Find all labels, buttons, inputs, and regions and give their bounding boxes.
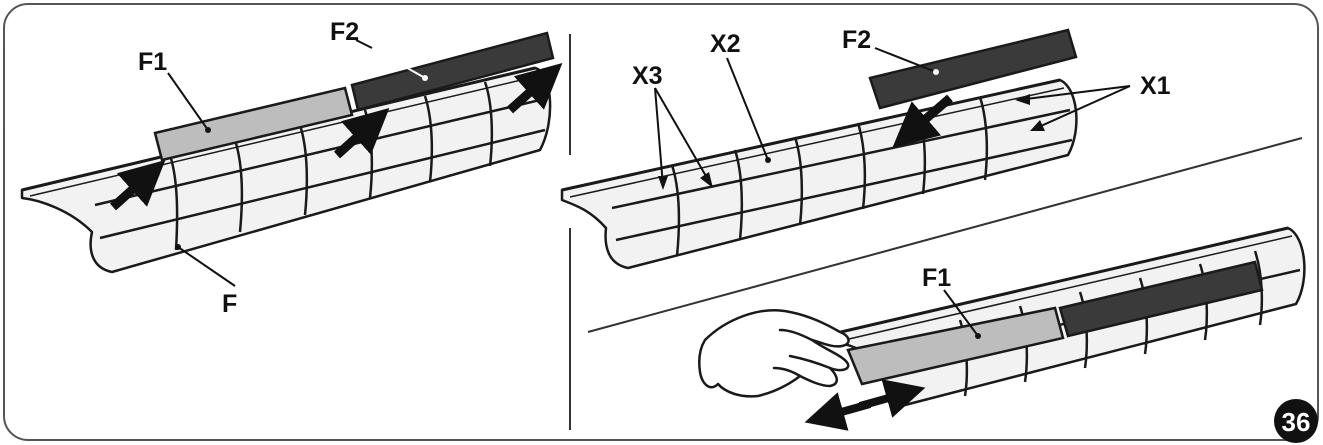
leader-x2 (726, 57, 769, 161)
label-x1: X1 (1140, 72, 1171, 100)
leader-x1-b-arrowhead (1030, 120, 1045, 131)
arrow-insert-2 (333, 107, 390, 159)
hand-illustration (697, 309, 850, 398)
leader-dot-f1-left (205, 127, 211, 133)
leader-f2-left (371, 47, 426, 79)
label-f1-right: F1 (922, 264, 951, 292)
label-x2: X2 (710, 30, 741, 58)
figure-number: 36 (1282, 407, 1311, 437)
leader-f2-left-top (355, 39, 373, 49)
filter-f1-sliding (846, 306, 1065, 386)
panel-right-bottom: F1 (697, 226, 1306, 431)
leader-x1-a (1017, 85, 1131, 101)
leader-dot-f1-right (975, 333, 981, 339)
filter-f2-right (868, 28, 1078, 110)
label-x3: X3 (632, 62, 663, 90)
filter-f2-installed (1058, 260, 1264, 338)
arrow-insert-f2 (892, 94, 953, 148)
arrow-insert-1 (109, 159, 166, 211)
leader-dot-x2 (765, 157, 771, 163)
figure-number-badge: 36 (1274, 399, 1318, 443)
leader-dot-f-left (175, 244, 181, 250)
leader-f2-right (874, 47, 937, 73)
filter-f2-left (350, 31, 555, 112)
label-f-left: F (222, 290, 237, 318)
panel-divider-diagonal (587, 137, 1303, 333)
leader-x1-b (1031, 85, 1131, 131)
leader-f1-left (167, 72, 209, 131)
arrow-insert-3 (506, 62, 563, 114)
leader-x1-a-arrowhead (1015, 94, 1030, 105)
panel-left: F1 F2 F (20, 18, 563, 318)
arrow-slide-right (858, 379, 926, 418)
leader-x3-a (654, 87, 664, 187)
panel-right-top: X3 X2 F2 X1 (560, 26, 1171, 270)
label-f2-left: F2 (330, 18, 359, 46)
leader-dot-f2-right (933, 69, 939, 75)
leader-f1-right (943, 289, 979, 337)
label-f1-left: F1 (138, 48, 167, 76)
leader-f-left (177, 246, 236, 287)
leader-x3-b (654, 87, 711, 184)
leader-x3-b-arrowhead (700, 172, 713, 188)
leader-x3-a-arrowhead (658, 176, 668, 190)
leader-dot-f2-left (422, 75, 428, 81)
air-conditioner-grille-right-top (560, 78, 1078, 270)
label-f2-right: F2 (842, 26, 871, 54)
